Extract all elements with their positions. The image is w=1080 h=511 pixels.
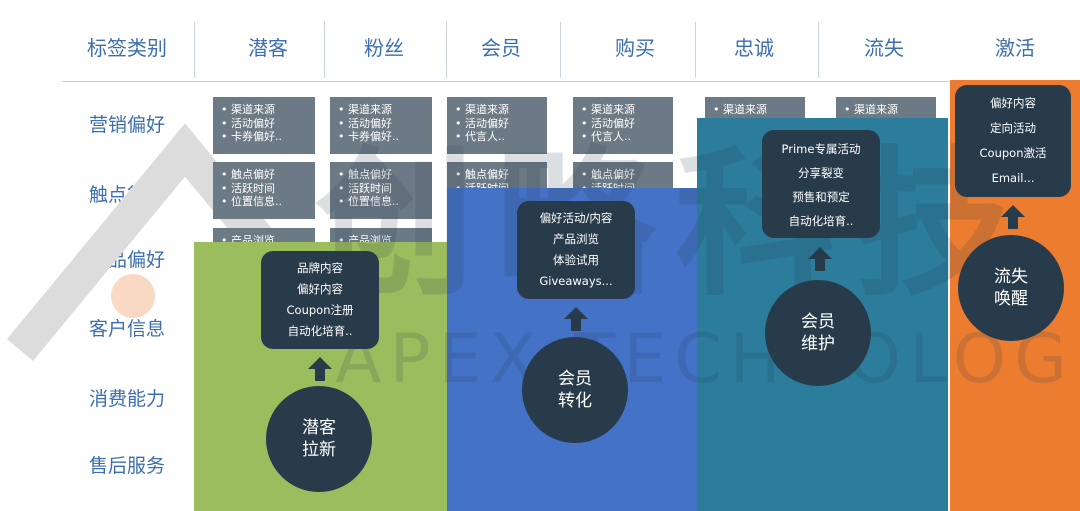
tag-item: • 渠道来源 — [338, 103, 392, 116]
tag-box: • 渠道来源 • 活动偏好 • 代言人.. — [447, 97, 547, 154]
header-stage-zhongcheng: 忠诚 — [734, 36, 774, 60]
stage-content-item: 分享裂变 — [798, 166, 844, 180]
stage-content-item: Giveaways... — [539, 274, 613, 288]
header-divider — [324, 22, 325, 78]
tag-item: • 触点偏好 — [455, 168, 509, 181]
stage-content-item: Coupon注册 — [286, 303, 354, 317]
header-divider — [446, 22, 447, 78]
stage-circle-text: 转化 — [558, 391, 592, 411]
tag-item: • 渠道来源 — [844, 103, 898, 116]
watermark-cn: 创略科技 — [315, 131, 1036, 318]
row-label-marketing-preference: 营销偏好 — [88, 114, 165, 136]
stage-circle-text: 唤醒 — [994, 289, 1028, 309]
stage-content-item: 体验试用 — [553, 253, 599, 267]
stage-circle-text: 维护 — [801, 334, 835, 354]
header-divider — [695, 22, 696, 78]
stage-content-item: Prime专属活动 — [781, 142, 861, 156]
stage-content-item: 定向活动 — [990, 121, 1036, 135]
header-label-column: 标签类别 — [87, 36, 167, 60]
row-label-after-sales: 售后服务 — [88, 455, 165, 477]
stage-circle-text: 潜客 — [302, 418, 336, 438]
stage-circle-qianke: 潜客 拉新 — [266, 386, 372, 492]
tag-box: • 渠道来源 • 活动偏好 • 代言人.. — [573, 97, 673, 154]
arrow-up-icon — [1001, 205, 1025, 229]
tag-item: • 卡券偏好.. — [221, 130, 282, 143]
tag-item: • 活动偏好 — [455, 116, 509, 130]
stage-content-item: 偏好内容 — [297, 282, 343, 296]
tag-item: • 渠道来源 — [713, 103, 767, 116]
stage-content-box-liushi-huanxing: 偏好内容 定向活动 Coupon激活 Email... — [955, 85, 1071, 197]
header-stage-goumai: 购买 — [615, 36, 655, 60]
stage-content-item: 产品浏览 — [553, 232, 599, 246]
tag-item: • 渠道来源 — [581, 103, 635, 116]
stage-circle-text: 会员 — [801, 312, 835, 332]
tag-item: • 活跃时间 — [338, 181, 392, 195]
arrow-up-icon — [308, 357, 332, 381]
tag-item: • 渠道来源 — [221, 103, 275, 116]
tag-item: • 卡券偏好.. — [338, 130, 399, 143]
header-stage-qianke: 潜客 — [248, 36, 288, 60]
tag-item: • 活动偏好 — [581, 116, 635, 130]
tag-item: • 触点偏好 — [221, 168, 275, 181]
header-stage-jihuo: 激活 — [995, 36, 1035, 60]
header-divider — [560, 22, 561, 78]
row-label-customer-info: 客户信息 — [88, 318, 165, 340]
stage-content-item: 偏好内容 — [990, 96, 1036, 110]
header-stage-liushi: 流失 — [864, 36, 904, 60]
tag-item: • 位置信息.. — [221, 195, 282, 208]
stage-circle-huiyuan-weihu: 会员 维护 — [765, 280, 871, 386]
stage-circle-huiyuan-zhuanhua: 会员 转化 — [522, 337, 628, 443]
tag-box: • 渠道来源 • 活动偏好 • 卡券偏好.. — [213, 97, 315, 154]
stage-circle-text: 会员 — [558, 369, 592, 389]
stage-circle-liushi-huanxing: 流失 唤醒 — [958, 235, 1064, 341]
stage-content-box-huiyuan-zhuanhua: 偏好活动/内容 产品浏览 体验试用 Giveaways... — [517, 201, 635, 299]
tag-item: • 渠道来源 — [455, 103, 509, 116]
tag-box: • 触点偏好 • 活跃时间 • 位置信息.. — [213, 162, 315, 219]
tag-item: • 触点偏好 — [581, 168, 635, 181]
arrow-up-icon — [564, 307, 588, 331]
stage-circle-text: 流失 — [994, 267, 1028, 287]
header-divider — [818, 22, 819, 78]
tag-item: • 活动偏好 — [221, 116, 275, 130]
tag-item: • 活跃时间 — [221, 181, 275, 195]
watermark-en: APEX TECHNOLOGIES — [335, 320, 1080, 399]
tag-item: • 触点偏好 — [338, 168, 392, 181]
stage-content-item: 自动化培育.. — [788, 214, 854, 228]
stage-circle-text: 拉新 — [302, 440, 336, 460]
stage-content-item: 品牌内容 — [297, 261, 343, 275]
stage-content-item: 预售和预定 — [792, 190, 850, 204]
tag-box: • 渠道来源 • 活动偏好 • 卡券偏好.. — [330, 97, 432, 154]
header-divider — [194, 22, 195, 78]
tag-item: • 代言人.. — [455, 130, 505, 143]
header-stage-fensi: 粉丝 — [364, 36, 404, 60]
arrow-up-icon — [808, 247, 832, 271]
stage-content-item: 偏好活动/内容 — [539, 211, 613, 225]
tag-item: • 代言人.. — [581, 130, 631, 143]
stage-content-box-qianke: 品牌内容 偏好内容 Coupon注册 自动化培育.. — [261, 251, 379, 349]
tag-item: • 活动偏好 — [338, 116, 392, 130]
row-label-spending-power: 消费能力 — [88, 388, 165, 410]
stage-content-item: Email... — [991, 171, 1035, 185]
tag-item: • 位置信息.. — [338, 195, 399, 208]
stage-content-item: 自动化培育.. — [287, 324, 353, 338]
header-stage-huiyuan: 会员 — [481, 36, 521, 60]
header-underline — [62, 81, 1080, 82]
stage-content-box-huiyuan-weihu: Prime专属活动 分享裂变 预售和预定 自动化培育.. — [762, 130, 880, 238]
stage-content-item: Coupon激活 — [979, 146, 1047, 160]
tag-box: • 触点偏好 • 活跃时间 • 位置信息.. — [330, 162, 432, 219]
